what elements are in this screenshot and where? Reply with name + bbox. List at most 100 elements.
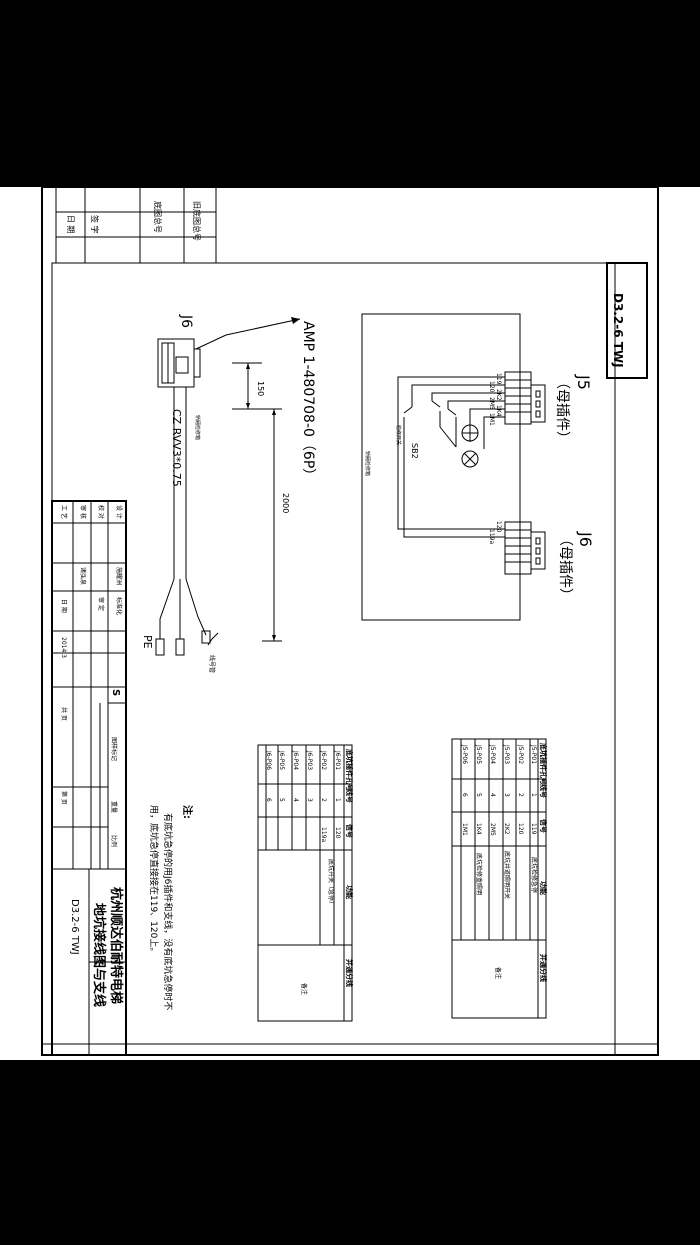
j6-header-signal: 信号: [345, 824, 354, 838]
j6-row-no: 6: [265, 798, 272, 802]
j6-row-hole: J6-P04: [292, 750, 299, 770]
j6-row-hole: J6-P05: [278, 750, 285, 770]
j5-row-no: 4: [489, 793, 496, 797]
company-name: 杭州顺达伯耐特电梯: [108, 887, 124, 1004]
bare-label: 线号管: [208, 655, 216, 673]
cable-spec: CZ RVV3*0.75: [170, 409, 183, 487]
switch-ref: SB2: [410, 443, 419, 459]
date-value: 2014.3: [60, 637, 67, 658]
base-drawing-no-label: 底图总号: [153, 201, 163, 233]
j5-row-no: 6: [461, 793, 468, 797]
schematic: J5 （母插件） J6 （母插件） 119 120 2K2 2M5 1K4 1M…: [361, 313, 595, 621]
j6-row-no: 2: [320, 798, 327, 802]
dimension-lines: [232, 362, 282, 642]
j5-row-signal: 2M5: [489, 823, 496, 836]
j5-row-hole: J5-P03: [503, 744, 510, 764]
j6-row-no: 1: [334, 798, 341, 802]
role-check: 校 对: [97, 505, 105, 519]
table-j5: 底坑插件孔号 线号 信号 功能 并通分线 J5-P01 1 119 J5-P02…: [451, 738, 548, 1019]
j6-function: 底坑开关（急停）: [327, 859, 335, 907]
j5-row-no: 5: [475, 793, 482, 797]
j5-header-hole: 底坑插件孔号: [539, 743, 548, 785]
j5-terminal: 1M1: [488, 413, 495, 426]
j5-row-signal: 1K4: [475, 823, 482, 835]
j6-row-hole: J6-P02: [320, 750, 327, 770]
sheet-no: 第 页: [60, 791, 68, 805]
j5-header-signal: 信号: [539, 819, 548, 833]
j6-header-no: 线号: [345, 789, 354, 803]
code-box-text: D3.2-6 TWJ: [611, 293, 625, 368]
j5-ref: J5: [574, 374, 593, 390]
j5-terminal-labels: 119 120 2K2 2M5 1K4 1M1: [488, 373, 502, 426]
j6-header-route: 并通分线: [345, 959, 354, 987]
dim-2000: 2000: [281, 493, 290, 513]
switch-label: 检修开关: [395, 425, 402, 445]
j6-row-signal: 119a: [320, 827, 327, 842]
s-mark: S: [110, 689, 121, 696]
j5-header-function: 功能: [539, 881, 548, 895]
j6-row-signal: 120: [334, 827, 341, 839]
role-process: 工 艺: [60, 505, 68, 519]
wiring: [397, 376, 505, 538]
sheet-total: 共 页: [60, 707, 68, 721]
j5-header-route: 并通分线: [539, 954, 548, 982]
j5-row-signal: 119: [530, 823, 537, 835]
scale-label: 比例: [110, 835, 118, 847]
j5-row-signal: 1M1: [461, 823, 468, 836]
cable-note: 轿厢检修箱: [194, 415, 201, 440]
j5-row-hole: J5-P05: [475, 744, 482, 764]
drawing-canvas: 旧底图总号 底图总号 签 字 日 期 D3.2-6 TWJ J5 （母插件） J…: [41, 187, 659, 1056]
drawing-sheet: 旧底图总号 底图总号 签 字 日 期 D3.2-6 TWJ J5 （母插件） J…: [0, 187, 700, 1060]
name-design: 施耀洲: [115, 567, 123, 585]
drawing-code: D3.2-6 TWJ: [69, 899, 80, 955]
j6-header-hole: 底坑插件孔号: [345, 749, 354, 791]
j6-row-no: 5: [278, 798, 285, 802]
cable-connector-ref: J6: [178, 314, 194, 328]
notes-title: 注:: [181, 805, 194, 819]
j5-terminal: 2M5: [488, 397, 495, 410]
cable-drawing: J6 AMP 1-480708-0（6P） PE 线号管 CZ RVV3*0.7…: [141, 314, 316, 673]
role-design: 设 计: [115, 505, 123, 519]
old-drawing-no-label: 旧底图总号: [192, 201, 202, 241]
j6-ref: J6: [576, 531, 595, 547]
sheet-frame: [41, 187, 659, 1056]
amp-connector-symbol: [157, 338, 201, 388]
j5-row-no: 2: [517, 793, 524, 797]
j5-terminal: 120: [488, 381, 495, 393]
j5-terminal: 119: [495, 373, 502, 385]
pe-label: PE: [141, 635, 154, 649]
role-approve2: 审 定: [97, 597, 105, 611]
j6-row-hole: J6-P01: [334, 750, 341, 770]
notes-line-1: 有底坑急停的用J6插件和支线，没有底坑急停时不: [162, 813, 174, 1010]
j5-row-hole: J5-P02: [517, 744, 524, 764]
notes: 注: 有底坑急停的用J6插件和支线，没有底坑急停时不 用，底坑急停直接接在119…: [148, 805, 194, 1010]
marks-label: 图样标记: [110, 737, 118, 761]
j5-row-signal: 2K2: [503, 823, 510, 835]
j6-row-hole: J6-P03: [306, 750, 313, 770]
j5-connector-symbol: [504, 371, 546, 425]
j5-type: （母插件）: [554, 375, 570, 445]
j5-function: 底坑检修盒照明: [475, 853, 483, 895]
j5-terminal: 2K2: [495, 389, 502, 401]
j5-row-hole: J5-P04: [489, 744, 496, 764]
j5-row-no: 3: [503, 793, 510, 797]
j6-row-no: 4: [292, 798, 299, 802]
j6-terminal: 120: [495, 521, 502, 533]
role-review: 审 核: [79, 505, 87, 519]
notes-line-2: 用，底坑急停直接接在119、120上。: [148, 805, 160, 956]
date-label: 日 期: [66, 215, 75, 234]
j5-route: 备注: [494, 967, 502, 979]
code-box: D3.2-6 TWJ: [606, 262, 648, 379]
role-approve: 标准化: [115, 597, 123, 615]
role-date: 日 期: [60, 599, 68, 613]
j6-header-function: 功能: [345, 885, 354, 899]
cab-label: 轿厢检修箱: [364, 451, 371, 476]
j5-row-signal: 120: [517, 823, 524, 835]
signature-label: 签 字: [90, 215, 100, 234]
j5-row-no: 1: [530, 793, 537, 797]
j6-terminal-labels: 120 119a: [488, 521, 502, 544]
j5-row-hole: J5-P01: [530, 744, 537, 764]
j6-row-no: 3: [306, 798, 313, 802]
j5-row-hole: J5-P06: [461, 744, 468, 764]
weight-label: 重量: [110, 801, 118, 813]
